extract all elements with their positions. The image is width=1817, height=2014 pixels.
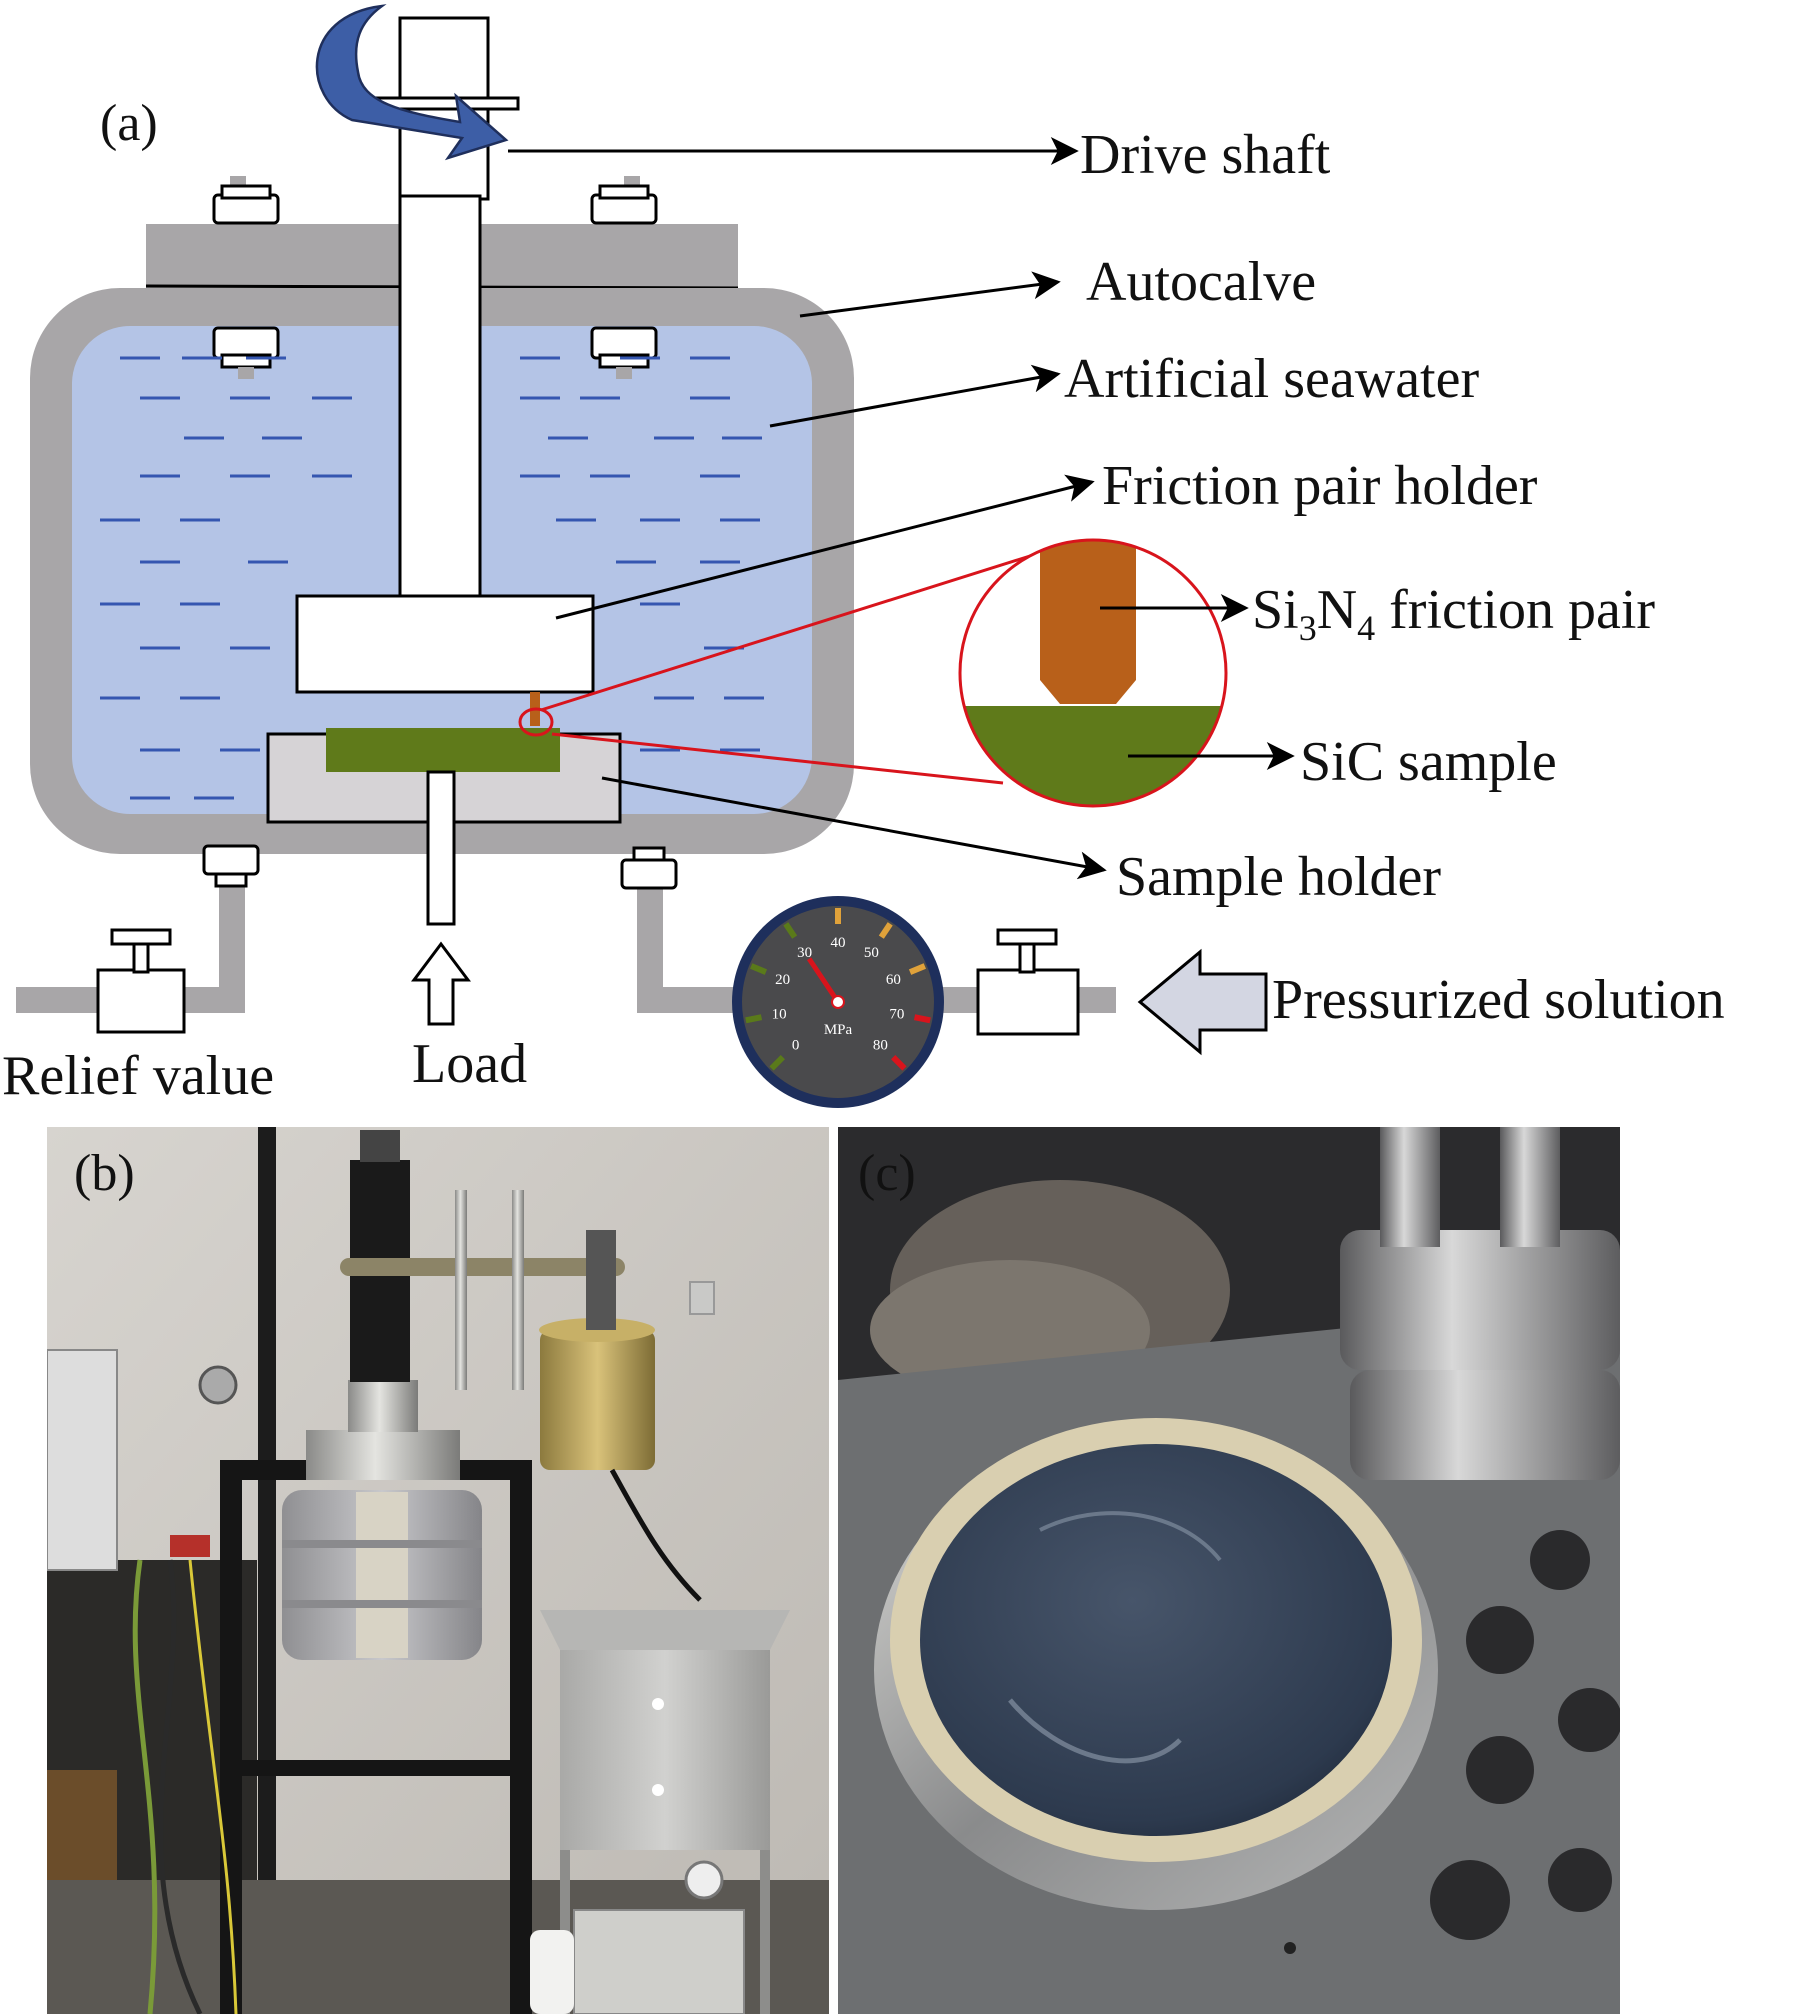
seawater-waves xyxy=(100,356,764,800)
leader-sample-holder xyxy=(601,776,1107,880)
gauge-hub xyxy=(831,995,845,1009)
label-autoclave: Autocalve xyxy=(1086,251,1316,313)
zoom-source-ring xyxy=(518,707,554,737)
leader-friction-holder xyxy=(555,474,1095,620)
panel-a-label: (a) xyxy=(100,95,158,152)
gauge-unit: MPa xyxy=(824,1022,853,1038)
gauge-tick xyxy=(878,922,893,939)
label-si3n4: Si3N4 friction pair xyxy=(1252,579,1655,648)
gauge-tick xyxy=(750,963,768,975)
right-pipe-fitting xyxy=(620,846,678,890)
zoom-line-top xyxy=(540,554,1031,712)
label-friction-holder: Friction pair holder xyxy=(1102,455,1538,517)
gauge-tick-label: 40 xyxy=(831,935,846,951)
gauge-tick-label: 30 xyxy=(797,945,812,961)
gauge-tick-label: 80 xyxy=(873,1037,888,1053)
load-rod xyxy=(426,770,456,926)
gauge-tick-label: 10 xyxy=(772,1007,787,1023)
gauge-tick xyxy=(783,922,798,939)
relief-valve xyxy=(96,928,186,1034)
gauge-tick-label: 70 xyxy=(889,1007,904,1023)
leader-autoclave xyxy=(799,271,1061,318)
label-relief: Relief value xyxy=(2,1045,274,1107)
drive-shaft xyxy=(398,194,482,602)
label-drive-shaft: Drive shaft xyxy=(1080,124,1331,186)
zoom-line-bottom xyxy=(551,732,1004,785)
label-seawater: Artificial seawater xyxy=(1064,348,1479,410)
gauge-tick xyxy=(769,1055,785,1071)
lid-bolt-top-right xyxy=(590,176,658,225)
zoom-circle-border xyxy=(958,538,1228,808)
drive-shaft-coupling xyxy=(398,16,490,105)
pressure-arrow xyxy=(1137,948,1268,1056)
rotation-arrow-icon xyxy=(315,4,509,161)
label-load: Load xyxy=(412,1033,527,1095)
photo-panel-c xyxy=(838,1127,1620,2014)
gauge-tick-label: 0 xyxy=(792,1037,800,1053)
label-pressurized: Pressurized solution xyxy=(1272,969,1725,1031)
friction-pair-holder xyxy=(295,594,595,694)
inlet-valve xyxy=(976,928,1080,1036)
sic-sample-zoom xyxy=(960,706,1226,806)
load-arrow xyxy=(411,941,471,1026)
gauge-tick xyxy=(908,963,926,975)
gauge-tick-label: 20 xyxy=(775,972,790,988)
panel-c-label: (c) xyxy=(858,1145,916,1202)
gauge-tick xyxy=(891,1055,907,1071)
lid-bolt-bottom-left xyxy=(212,326,280,379)
gauge-tick xyxy=(745,1014,763,1024)
gauge-tick-label: 60 xyxy=(886,972,901,988)
label-sic: SiC sample xyxy=(1300,731,1557,793)
label-sample-holder: Sample holder xyxy=(1116,846,1441,908)
gauge-tick-label: 50 xyxy=(864,945,879,961)
photo-panel-b xyxy=(47,1127,829,2014)
gauge-tick xyxy=(913,1014,931,1024)
panel-b-label: (b) xyxy=(74,1145,135,1202)
leader-seawater xyxy=(769,364,1061,428)
lid-bolt-bottom-right xyxy=(590,326,658,379)
left-pipe-fitting xyxy=(202,844,260,888)
si3n4-friction-pair-zoom xyxy=(1040,540,1136,704)
lid-bolt-top-left xyxy=(212,176,280,225)
sic-sample-block xyxy=(326,728,560,772)
gauge-needle xyxy=(807,957,841,1004)
